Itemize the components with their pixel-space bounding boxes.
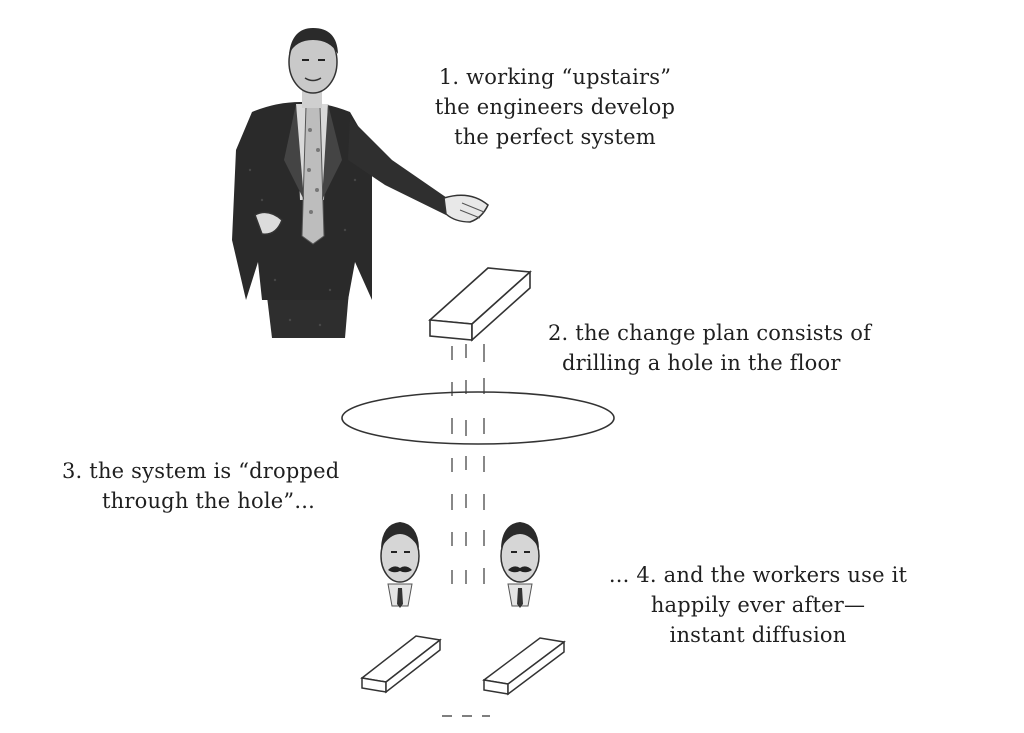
engineer-figure [232,28,489,338]
engineer-lapel-left [284,104,304,200]
caption-step-2-line-2: drilling a hole in the floor [562,351,841,375]
caption-step-4-line-3: instant diffusion [669,623,847,647]
falling-motion-lines [442,344,490,717]
caption-step-3-line-1: 3. the system is “dropped [62,459,340,483]
caption-step-4: ... 4. and the workers use it happily ev… [568,560,948,650]
system-box-lower-left [360,635,442,694]
engineer-mouth [304,77,322,82]
system-box-top [428,267,532,342]
caption-step-4-line-2: happily ever after— [650,593,866,617]
caption-step-3-line-2: through the hole”... [102,489,315,513]
caption-step-1-line-3: the perfect system [454,125,656,149]
engineer-fingers [459,202,485,219]
engineer-hand [443,194,489,223]
worker-left-hair [381,522,419,548]
worker-right [500,522,540,608]
worker-left-tie [397,588,403,608]
engineer-lapel-right [322,104,342,200]
worker-right-moustache [508,566,532,573]
caption-step-4-line-1: ... 4. and the workers use it [608,563,908,587]
system-box-front-face [429,319,473,341]
worker-left [380,522,420,608]
caption-step-2-line-1: 2. the change plan consists of [548,321,872,345]
floor-hole [341,391,615,445]
caption-step-3: 3. the system is “dropped through the ho… [62,456,412,516]
caption-step-2: 2. the change plan consists of drilling … [548,318,948,378]
worker-left-moustache [388,566,412,573]
system-box-side-face [471,270,531,342]
caption-step-1-line-2: the engineers develop [434,95,676,119]
worker-right-hair [501,522,539,548]
engineer-hair [289,28,338,54]
system-box-lower-right [482,637,566,696]
caption-step-1-line-1: 1. working “upstairs” [438,65,672,89]
worker-right-tie [517,588,523,608]
caption-step-1: 1. working “upstairs” the engineers deve… [395,62,715,152]
engineer-left-hand [254,211,283,235]
engineer-tie [301,105,325,245]
engineer-arm [348,118,450,215]
